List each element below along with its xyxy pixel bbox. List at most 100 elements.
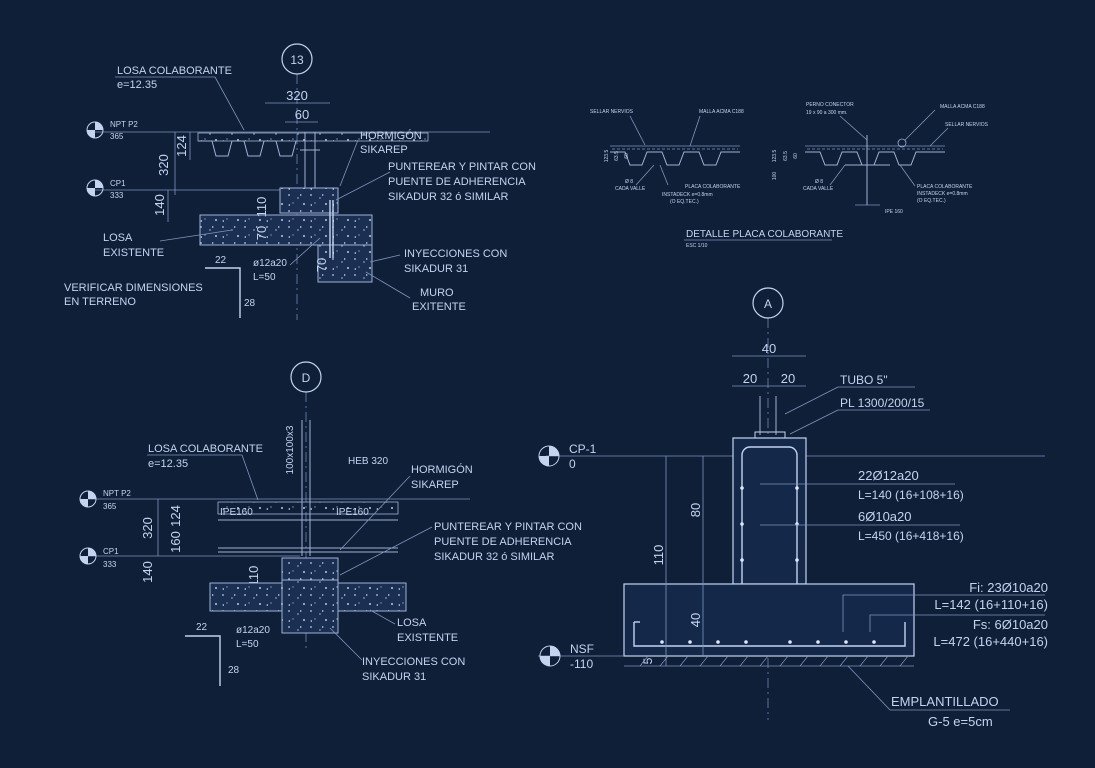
puente-label: PUENTE DE ADHERENCIA xyxy=(388,176,526,188)
placa-scale: ESC 1/10 xyxy=(686,243,708,249)
npt-label: NPT P2 xyxy=(110,120,138,129)
dim-320: 320 xyxy=(140,517,155,539)
dim-160: 160 xyxy=(168,531,183,553)
bars-2-length: L=450 (16+418+16) xyxy=(858,529,964,543)
perno-dim: 19 x 90 a 300 mm. xyxy=(806,110,847,116)
dim-140: 140 xyxy=(152,194,167,216)
fs-length: L=472 (16+440+16) xyxy=(933,634,1048,649)
cp1-value: 0 xyxy=(569,457,576,471)
dim-110: 110 xyxy=(254,197,269,218)
inyecciones-label: INYECCIONES CON xyxy=(404,248,507,260)
cq-left: (O EQ.TEC.) xyxy=(670,199,699,205)
existente-label: EXISTENTE xyxy=(103,247,164,259)
column-label: 100x100x3 xyxy=(285,425,296,474)
existente-label: EXISTENTE xyxy=(397,632,458,644)
punterear-label: PUNTEREAR Y PINTAR CON xyxy=(388,161,536,173)
npt-value: 365 xyxy=(110,132,124,141)
losa-colaborante-label: LOSA COLABORANTE xyxy=(148,443,263,455)
composite-slab xyxy=(217,501,399,515)
d1-right: 123.5 xyxy=(772,150,778,163)
dim-28: 28 xyxy=(228,665,240,676)
dim-60: 60 xyxy=(295,107,309,122)
cp1-value: 333 xyxy=(110,191,124,200)
detail-placa-colaborante: SELLAR NERVIOS MALLA ACMA C188 123.5 63.… xyxy=(590,102,989,249)
cp1-label: CP-1 xyxy=(569,442,597,456)
detail-bubble-label: 13 xyxy=(290,53,304,67)
d3-right: 60 xyxy=(793,153,799,159)
phi-right: Ø 8 xyxy=(815,179,823,185)
sikarep-label: SIKAREP xyxy=(360,144,408,156)
fi-label: Fi: 23Ø10a20 xyxy=(969,580,1048,595)
level-marker-cp1 xyxy=(79,547,97,565)
ipe-right-label: IPE160 xyxy=(336,507,369,518)
sikadur32-label: SIKADUR 32 ó SIMILAR xyxy=(388,191,508,203)
cq-right: (O EQ.TEC.) xyxy=(917,198,946,204)
inyecciones-label: INYECCIONES CON xyxy=(362,656,465,668)
d1-left: 123.5 xyxy=(604,150,610,163)
dim-5: 5 xyxy=(641,657,655,664)
puente-label: PUENTE DE ADHERENCIA xyxy=(434,536,572,548)
bar-label: ø12a20 xyxy=(236,625,270,636)
sellar-nervios-right: SELLAR NERVIOS xyxy=(945,122,989,128)
losa-label: LOSA xyxy=(103,232,133,244)
dim-80: 80 xyxy=(688,503,703,517)
footing xyxy=(623,583,915,657)
d3-left: 60 xyxy=(624,153,630,159)
d2-right: 63.5 xyxy=(783,151,789,161)
detail-a: A 40 20 20 TUBO 5" PL 1300/200/15 CP-1 0 xyxy=(538,287,1048,729)
bars-1-length: L=140 (16+108+16) xyxy=(858,488,964,502)
nsf-value: -110 xyxy=(570,657,593,671)
dim-110: 110 xyxy=(246,566,261,587)
dim-20-left: 20 xyxy=(743,371,757,386)
level-marker-cp1 xyxy=(86,179,104,197)
sikadur31-label: SIKADUR 31 xyxy=(404,263,468,275)
nsf-label: NSF xyxy=(570,642,594,656)
fs-label: Fs: 6Ø10a20 xyxy=(973,617,1048,632)
level-marker-npt xyxy=(86,121,104,139)
dim-110: 110 xyxy=(651,545,666,566)
dim-320-top: 320 xyxy=(286,88,308,103)
dim-140: 140 xyxy=(140,561,155,583)
dim-124: 124 xyxy=(168,505,183,527)
ipe-160-label: IPE 160 xyxy=(885,209,903,215)
detail-bubble-label: D xyxy=(302,371,311,385)
placa-right: PLACA COLABORANTE xyxy=(917,184,973,190)
pedestal xyxy=(732,437,807,585)
dim-22: 22 xyxy=(196,622,208,633)
sikadur31-label: SIKADUR 31 xyxy=(362,671,426,683)
losa-e-label: e=12.35 xyxy=(117,79,157,91)
dim-40-side: 40 xyxy=(688,613,703,627)
losa-e-label: e=12.35 xyxy=(148,458,188,470)
cada-valle-left: CADA VALLE xyxy=(615,186,646,192)
level-marker-nsf xyxy=(539,645,561,667)
cada-valle-right: CADA VALLE xyxy=(803,186,834,192)
dim-22: 22 xyxy=(215,255,227,266)
instadeck-right: INSTADECK e=0.8mm xyxy=(917,191,968,197)
heb-label: HEB 320 xyxy=(348,456,388,467)
level-marker-cp1 xyxy=(538,445,560,467)
d2-left: 63.5 xyxy=(614,151,620,161)
hormigon-label: HORMIGÓN xyxy=(411,463,473,476)
tubo-label: TUBO 5" xyxy=(840,373,888,387)
bar-length-label: L=50 xyxy=(253,272,276,283)
npt-label: NPT P2 xyxy=(103,489,131,498)
dim-40-top: 40 xyxy=(762,341,776,356)
en-terreno-label: EN TERRENO xyxy=(64,296,136,308)
instadeck-left: INSTADECK e=0.8mm xyxy=(662,192,713,198)
emplantillado-hatch xyxy=(624,655,914,667)
cp1-label: CP1 xyxy=(110,179,126,188)
pl-label: PL 1300/200/15 xyxy=(840,396,925,410)
verificar-label: VERIFICAR DIMENSIONES xyxy=(64,282,203,294)
sellar-nervios-left: SELLAR NERVIOS xyxy=(590,109,634,115)
npt-value: 365 xyxy=(103,502,117,511)
losa-label: LOSA xyxy=(397,617,427,629)
exitente-label: EXITENTE xyxy=(412,301,466,313)
emplantillado-sub: G-5 e=5cm xyxy=(928,714,993,729)
ipe-left-label: IPE160 xyxy=(220,507,253,518)
detail-bubble xyxy=(290,361,322,393)
fi-length: L=142 (16+110+16) xyxy=(934,597,1048,612)
detail-bubble-label: A xyxy=(764,297,772,311)
cp1-value: 333 xyxy=(103,560,117,569)
level-marker-npt xyxy=(79,490,97,508)
